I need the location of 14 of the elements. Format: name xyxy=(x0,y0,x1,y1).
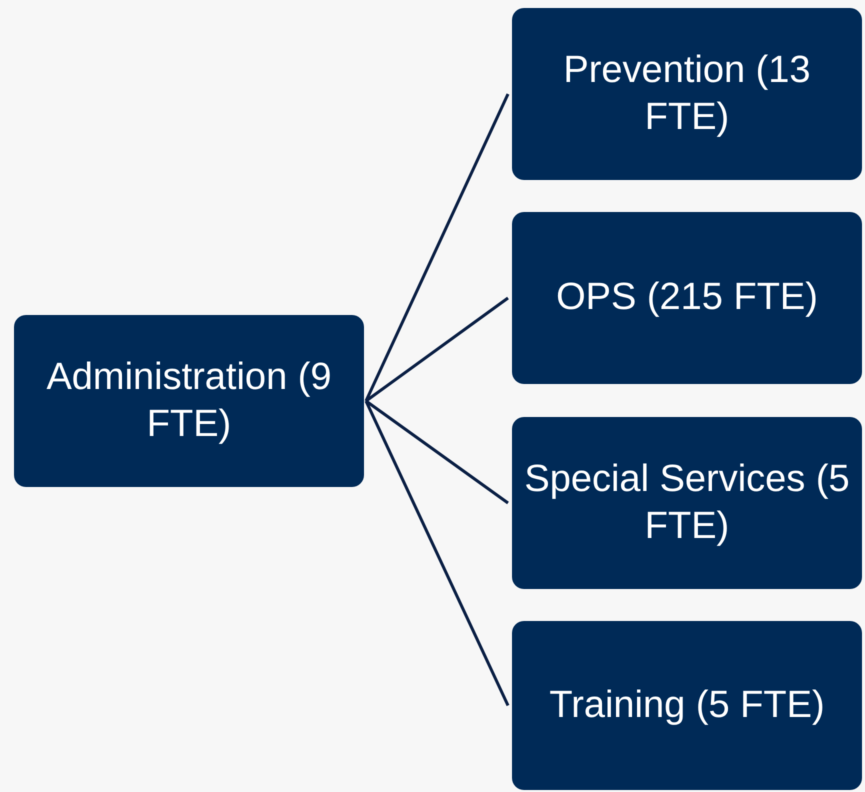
box-label: Administration (9 FTE) xyxy=(45,354,333,447)
box-label: Special Services (5 FTE) xyxy=(523,456,851,549)
process-box xyxy=(512,417,862,589)
box-label: OPS (215 FTE) xyxy=(556,275,818,320)
connector-line xyxy=(365,296,509,402)
process-box xyxy=(512,8,862,180)
connector-line xyxy=(364,93,510,402)
process-box xyxy=(512,621,862,790)
connector-line xyxy=(364,400,510,706)
box-label: Training (5 FTE) xyxy=(549,682,825,728)
connector-line xyxy=(365,400,509,504)
box-label: Prevention (13 FTE) xyxy=(562,48,812,140)
process-box xyxy=(14,315,364,487)
process-box xyxy=(512,212,862,384)
